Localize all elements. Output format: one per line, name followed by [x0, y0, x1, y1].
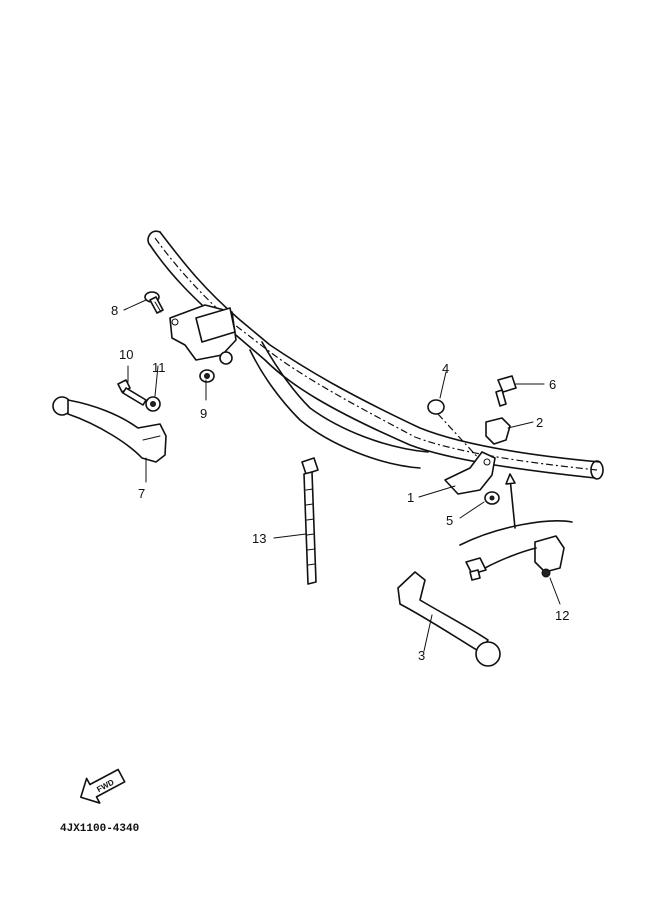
screw-4 — [427, 399, 483, 463]
callout-1: 1 — [407, 490, 414, 505]
callout-4: 4 — [442, 361, 449, 376]
diagram-code: 4JX1100-4340 — [60, 823, 139, 835]
callout-11: 11 — [152, 360, 166, 375]
nut-5 — [484, 491, 500, 505]
assembly-arrow — [459, 473, 573, 546]
nut-11 — [145, 396, 161, 412]
right-lever-3 — [397, 571, 501, 667]
left-lever-7 — [52, 396, 167, 463]
callout-5: 5 — [446, 513, 453, 528]
switch-12 — [465, 535, 565, 581]
callout-13: 13 — [252, 531, 266, 546]
bolt-8 — [144, 291, 164, 314]
callout-6: 6 — [549, 377, 556, 392]
callout-3: 3 — [418, 648, 425, 663]
nut-9 — [199, 369, 215, 383]
cable-tie-13 — [301, 457, 319, 585]
callout-7: 7 — [138, 486, 145, 501]
holder-2 — [485, 417, 511, 445]
callout-2: 2 — [536, 415, 543, 430]
callout-10: 10 — [119, 347, 133, 362]
bolt-6 — [495, 375, 517, 407]
brake-master-cylinder — [169, 304, 237, 365]
lever-holder-1 — [444, 451, 496, 495]
callout-9: 9 — [200, 406, 207, 421]
callout-12: 12 — [555, 608, 569, 623]
bolt-10 — [117, 379, 147, 406]
callout-8: 8 — [111, 303, 118, 318]
leader-lines — [123, 299, 561, 652]
fwd-arrow-icon: FWD — [80, 768, 126, 804]
